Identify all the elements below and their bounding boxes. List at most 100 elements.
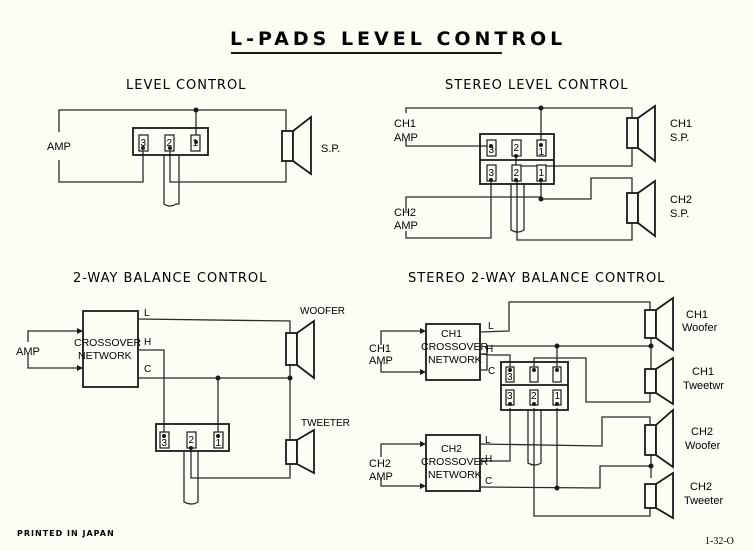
ch1-crossover-label: CH1 — [441, 328, 462, 340]
ch1-amp-label: CH1 — [369, 343, 391, 355]
ch2-output-c-label: C — [485, 476, 492, 487]
terminal-3: 3 — [159, 431, 170, 449]
svg-text:3: 3 — [162, 438, 168, 449]
terminal-dot — [216, 434, 220, 438]
ch2-woofer-label: CH2 — [691, 426, 713, 438]
ch1-woofer-label: CH1 — [686, 309, 708, 321]
tweeter-label: TWEETER — [301, 418, 350, 429]
arrow-icon — [77, 365, 83, 371]
junction-dot — [554, 343, 560, 349]
ch2-crossover-box — [425, 434, 481, 492]
wire — [27, 330, 80, 342]
ch1-output-l-label: L — [488, 321, 494, 332]
svg-text:1: 1 — [539, 147, 545, 158]
svg-text:3: 3 — [489, 145, 495, 156]
ch1-output-h-label: H — [486, 344, 493, 355]
printed-in-label: PRINTED IN JAPAN — [17, 529, 115, 538]
ch2-amp-label: CH2 — [369, 458, 391, 470]
wire — [137, 318, 291, 333]
terminal-2: 2 — [164, 134, 175, 152]
document-code: 1-32-O — [705, 536, 734, 547]
wire — [58, 109, 287, 132]
arrow-icon — [77, 328, 83, 334]
wire — [405, 180, 542, 211]
terminal-1: 1 — [213, 431, 224, 449]
two-way-balance-diagram: 2-WAY BALANCE CONTROL 3 2 1 AMP CROSSOVE… — [16, 271, 350, 505]
wire — [533, 357, 651, 403]
svg-text:1: 1 — [216, 438, 222, 449]
l-pad-box — [155, 423, 230, 452]
terminal-2: 2 — [186, 431, 197, 449]
crossover-label: CROSSOVER — [74, 337, 142, 349]
wire — [58, 150, 144, 183]
wire — [515, 148, 633, 167]
ch1-tweeter-label-2: Tweetwr — [683, 380, 724, 392]
l-pad-box — [132, 127, 209, 156]
wire — [480, 345, 651, 355]
l-pad-shaft — [183, 451, 199, 505]
junction-dot — [554, 485, 560, 491]
ch1-output-c-label: C — [488, 366, 495, 377]
wire — [480, 408, 511, 462]
ch2-speaker-icon — [626, 179, 656, 238]
ch2-tweeter-label-2: Tweeter — [684, 495, 723, 507]
terminal-dot — [168, 146, 172, 150]
svg-text:1: 1 — [539, 168, 545, 179]
level-control-diagram: LEVEL CONTROL 3 2 1 AMP S.P. — [47, 78, 340, 207]
wire — [169, 150, 287, 183]
l-pad-shaft — [527, 410, 542, 466]
output-c-label: C — [144, 364, 151, 375]
woofer-label: WOOFER — [300, 306, 345, 317]
svg-text:3: 3 — [507, 372, 513, 383]
wire — [380, 443, 423, 457]
wire — [380, 330, 423, 345]
terminal-dot — [539, 178, 543, 182]
ch1-amp-label: CH1 — [394, 118, 416, 130]
stereo-level-control-title: STEREO LEVEL CONTROL — [445, 78, 628, 93]
output-l-label: L — [144, 308, 150, 319]
ch1-sp-label-2: S.P. — [670, 132, 689, 144]
amp-label: AMP — [47, 141, 71, 153]
wire — [533, 408, 651, 517]
junction-dot — [648, 343, 654, 349]
terminal-dot — [555, 402, 559, 406]
terminal-top-3: 3 — [486, 139, 497, 157]
wire — [516, 180, 633, 241]
woofer-speaker-icon — [285, 319, 315, 380]
wire — [190, 448, 291, 479]
terminal-dot — [514, 178, 518, 182]
ch1-amp-label-2: AMP — [394, 132, 418, 144]
ch2-crossover-label: CH2 — [441, 443, 462, 455]
ch1-crossover-label-3: NETWORK — [428, 354, 482, 366]
level-control-title: LEVEL CONTROL — [126, 78, 246, 93]
junction-dot — [648, 463, 654, 469]
ch2-output-l-label: L — [485, 435, 491, 446]
ch2-amp-label-2: AMP — [369, 471, 393, 483]
terminal-top-2 — [529, 366, 539, 383]
ch1-crossover-label-2: CROSSOVER — [421, 341, 489, 353]
terminal-dot — [508, 368, 512, 372]
wire — [27, 355, 80, 369]
svg-text:3: 3 — [507, 391, 513, 402]
junction-dot — [538, 105, 544, 111]
stereo-two-way-title: STEREO 2-WAY BALANCE CONTROL — [408, 271, 665, 286]
svg-text:2: 2 — [189, 435, 195, 446]
ch2-woofer-label-2: Woofer — [685, 440, 721, 452]
ch1-speaker-icon — [626, 104, 656, 163]
svg-text:3: 3 — [141, 138, 147, 149]
two-way-title: 2-WAY BALANCE CONTROL — [73, 271, 267, 286]
terminal-top-1 — [552, 366, 562, 383]
ch1-woofer-label-2: Woofer — [682, 322, 718, 334]
ch1-sp-label: CH1 — [670, 118, 692, 130]
wire — [405, 180, 492, 239]
wire — [380, 362, 423, 373]
wire — [541, 177, 633, 200]
page-title: L-PADS LEVEL CONTROL — [230, 28, 566, 50]
terminal-top-1: 1 — [536, 139, 547, 158]
ch2-tweeter-speaker-icon — [644, 471, 674, 520]
terminal-top-2: 2 — [511, 139, 522, 157]
wire — [405, 140, 488, 147]
junction-dot — [215, 375, 221, 381]
stereo-two-way-balance-diagram: STEREO 2-WAY BALANCE CONTROL — [369, 271, 724, 520]
